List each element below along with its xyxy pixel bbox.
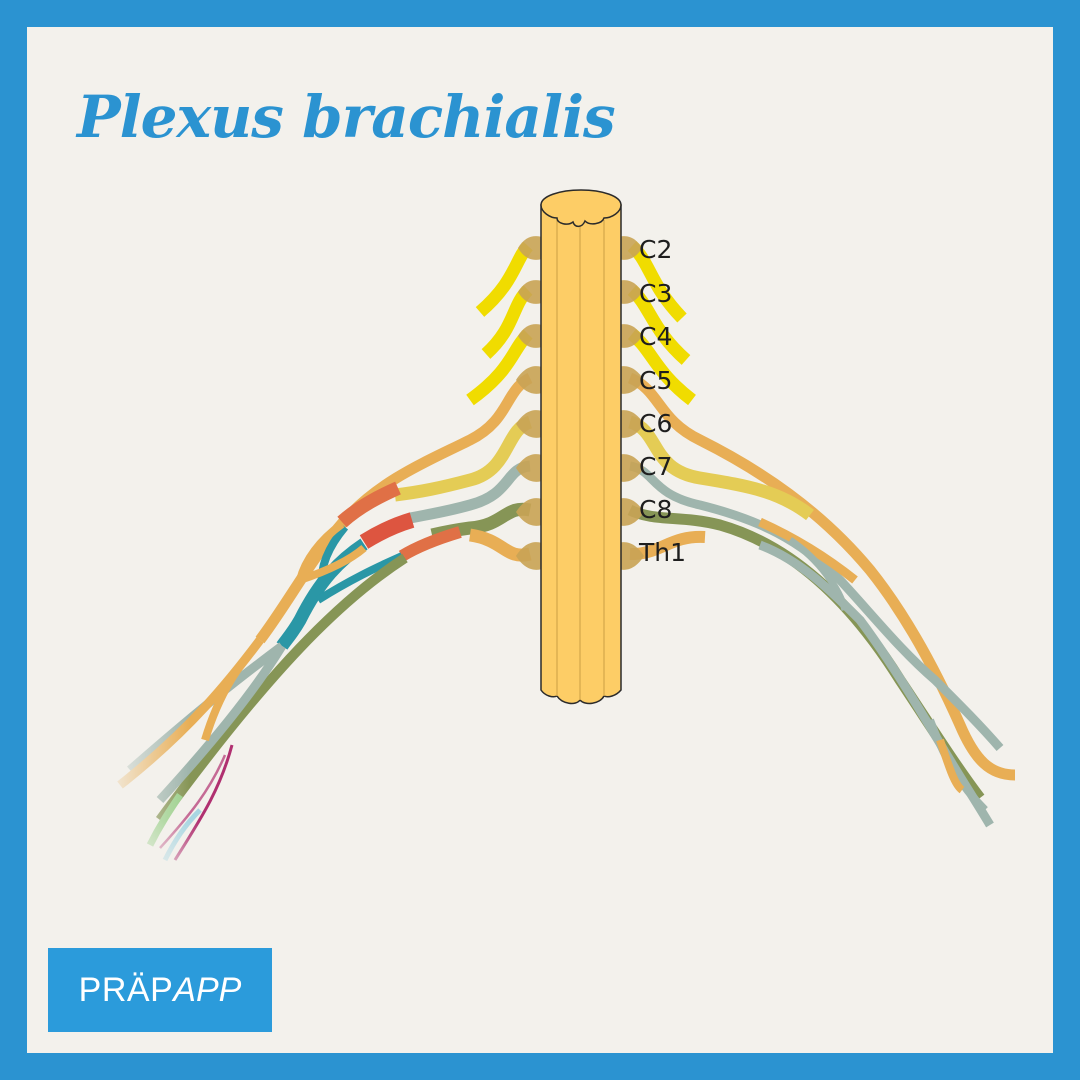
segment-label-c3: C3 bbox=[639, 279, 672, 308]
diagram-panel: Plexus brachialis bbox=[27, 27, 1053, 1053]
fade-overlay bbox=[120, 820, 240, 900]
segment-label-c4: C4 bbox=[639, 322, 672, 351]
page-title: Plexus brachialis bbox=[77, 83, 616, 151]
segment-label-c6: C6 bbox=[639, 409, 672, 438]
brachial-plexus-diagram: C2 C3 C4 C5 C6 C7 C8 Th1 bbox=[100, 189, 1016, 900]
rootlets bbox=[516, 236, 644, 570]
logo-text-app: APP bbox=[173, 970, 242, 1009]
right-nerves bbox=[627, 241, 1016, 828]
spinal-cord bbox=[540, 189, 622, 705]
segment-label-c8: C8 bbox=[639, 495, 672, 524]
segment-label-c7: C7 bbox=[639, 452, 672, 481]
logo-text-praep: PRÄP bbox=[78, 970, 174, 1009]
segment-label-c2: C2 bbox=[639, 235, 672, 264]
segment-labels: C2 C3 C4 C5 C6 C7 C8 Th1 bbox=[638, 235, 686, 567]
segment-label-c5: C5 bbox=[639, 366, 672, 395]
segment-label-th1: Th1 bbox=[638, 538, 686, 567]
